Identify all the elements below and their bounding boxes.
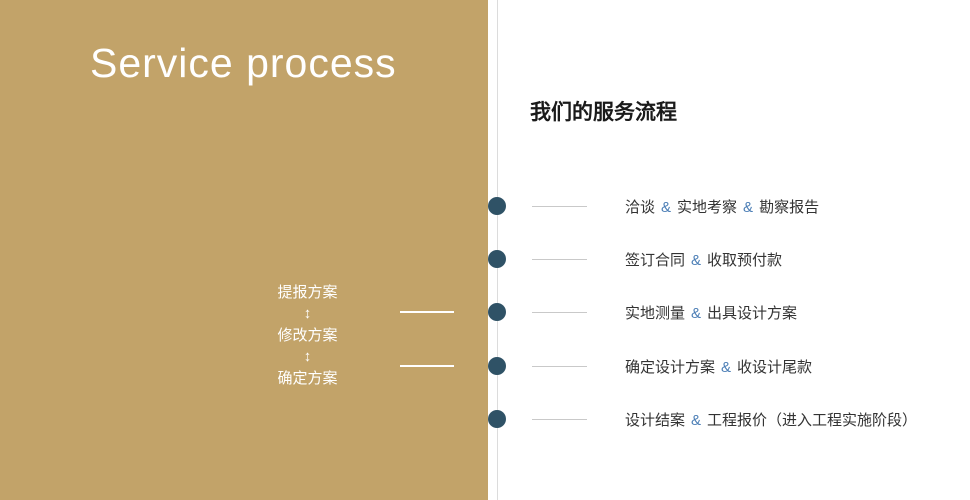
- ampersand: &: [691, 304, 702, 322]
- timeline-dot: [488, 410, 506, 428]
- step-label: 确定方案: [277, 370, 338, 387]
- ampersand: &: [721, 358, 732, 376]
- process-row: 洽谈&实地考察&勘察报告: [532, 195, 819, 217]
- plan-steps: 提报方案 ↕ 修改方案 ↕ 确定方案: [255, 281, 360, 390]
- ampersand: &: [743, 198, 754, 216]
- process-row: 确定设计方案&收设计尾款: [532, 355, 812, 377]
- process-row: 签订合同&收取预付款: [532, 248, 782, 270]
- updown-arrow-icon: ↕: [303, 348, 312, 365]
- ampersand: &: [661, 198, 672, 216]
- row-text: 出具设计方案: [707, 304, 798, 322]
- connector-line: [400, 311, 454, 313]
- row-line: [532, 365, 587, 367]
- ampersand: &: [691, 411, 702, 429]
- row-line: [532, 205, 587, 207]
- left-panel: Service process 提报方案 ↕ 修改方案 ↕ 确定方案: [0, 0, 488, 500]
- row-text: 收取预付款: [707, 251, 783, 269]
- ampersand: &: [691, 251, 702, 269]
- row-text: 签订合同: [625, 251, 686, 269]
- timeline-dot: [488, 197, 506, 215]
- timeline-dot: [488, 357, 506, 375]
- row-text: 设计结案: [625, 411, 686, 429]
- timeline-dot: [488, 303, 506, 321]
- row-text: 实地考察: [677, 198, 738, 216]
- step-label: 提报方案: [277, 284, 338, 301]
- page-title: Service process: [90, 40, 397, 86]
- row-text: 工程报价（进入工程实施阶段）: [707, 411, 918, 429]
- row-text: 确定设计方案: [625, 358, 716, 376]
- row-text: 实地测量: [625, 304, 686, 322]
- step-label: 修改方案: [277, 327, 338, 344]
- row-line: [532, 311, 587, 313]
- connector-line: [400, 365, 454, 367]
- row-text: 洽谈: [625, 198, 656, 216]
- section-heading: 我们的服务流程: [530, 101, 677, 124]
- row-text-group: 签订合同&收取预付款: [625, 249, 782, 270]
- row-line: [532, 418, 587, 420]
- row-text-group: 设计结案&工程报价（进入工程实施阶段）: [625, 409, 917, 430]
- row-text-group: 实地测量&出具设计方案: [625, 302, 797, 323]
- process-row: 设计结案&工程报价（进入工程实施阶段）: [532, 408, 917, 430]
- row-text-group: 确定设计方案&收设计尾款: [625, 356, 812, 377]
- timeline-dot: [488, 250, 506, 268]
- row-line: [532, 258, 587, 260]
- process-row: 实地测量&出具设计方案: [532, 301, 797, 323]
- row-text-group: 洽谈&实地考察&勘察报告: [625, 196, 819, 217]
- row-text: 勘察报告: [759, 198, 820, 216]
- row-text: 收设计尾款: [737, 358, 813, 376]
- updown-arrow-icon: ↕: [303, 305, 312, 322]
